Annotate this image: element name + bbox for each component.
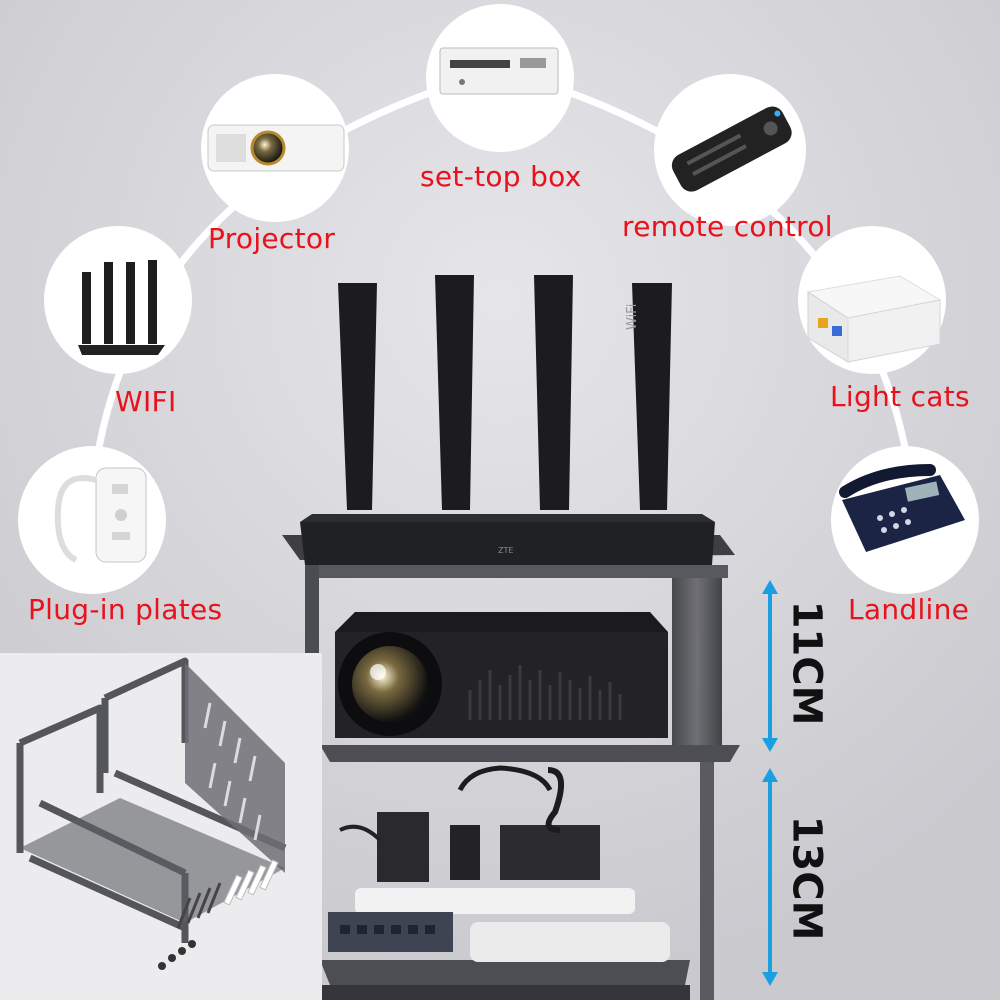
set-top-box-icon: [426, 4, 574, 152]
modem-icon: [798, 226, 946, 374]
antenna-mark: WiFi: [625, 304, 640, 330]
remote-control-icon: [654, 74, 806, 226]
dimension-arrow-upper: [762, 580, 778, 752]
router-icon: [44, 226, 192, 374]
label-light-cats: Light cats: [830, 380, 970, 413]
label-remote-control: remote control: [622, 210, 833, 243]
dimension-13cm: 13CM: [783, 815, 830, 941]
dimension-arrow-lower: [762, 768, 778, 986]
power-strip-icon: [18, 446, 166, 594]
router: ZTE WiFi: [300, 275, 715, 565]
dimension-11cm: 11CM: [783, 600, 830, 726]
telephone-icon: [831, 446, 979, 594]
bottom-shelf-contents: [328, 765, 670, 962]
antenna-1: [338, 283, 377, 510]
projector-icon: [201, 74, 349, 222]
wall-anchors: [223, 859, 279, 906]
label-landline: Landline: [848, 593, 970, 626]
projector: [335, 612, 668, 738]
antenna-3: [534, 275, 573, 510]
antenna-2: [435, 275, 474, 510]
label-plug-in-plates: Plug-in plates: [28, 593, 223, 626]
antenna-4: [632, 283, 672, 510]
label-set-top-box: set-top box: [420, 160, 582, 193]
label-projector: Projector: [208, 222, 336, 255]
label-wifi: WIFI: [115, 385, 177, 418]
rack-inset-image: [0, 653, 322, 1000]
screws: [176, 882, 222, 929]
router-brand: ZTE: [498, 546, 513, 555]
